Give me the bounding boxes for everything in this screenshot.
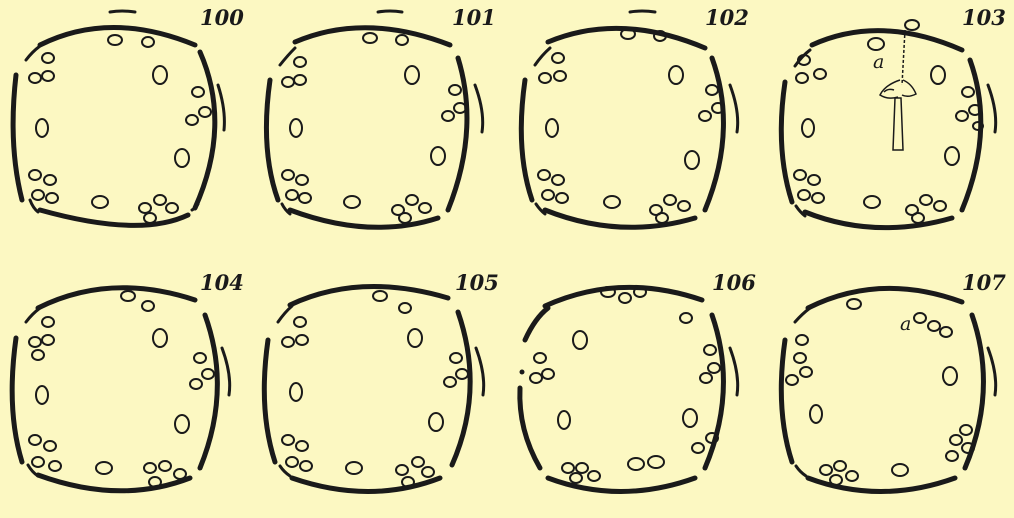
figure-number: 103 — [962, 5, 1006, 30]
vascular-bundles — [794, 20, 983, 223]
figure-105: 105 — [264, 270, 499, 492]
figure-number: 100 — [200, 5, 244, 30]
figure-number: 101 — [452, 5, 496, 30]
figure-100: 100 — [13, 5, 244, 225]
hair-structure — [880, 30, 916, 150]
vascular-bundles — [538, 29, 724, 223]
figure-number: 107 — [962, 270, 1006, 295]
annotation-a: a — [873, 51, 884, 73]
resin-dot — [520, 370, 525, 375]
figure-103: a 103 — [781, 5, 1006, 228]
figure-number: 106 — [712, 270, 756, 295]
vascular-bundles — [786, 299, 974, 485]
figure-number: 104 — [200, 270, 244, 295]
figure-102: 102 — [521, 5, 749, 227]
figure-106: 106 — [520, 270, 757, 492]
figure-number: 102 — [705, 5, 749, 30]
figure-104: 104 — [12, 270, 244, 491]
vascular-bundles — [29, 35, 211, 223]
vascular-bundles — [530, 287, 720, 483]
annotation-a: a — [900, 313, 911, 335]
cross-section-outline — [781, 288, 995, 491]
figure-number: 105 — [455, 270, 499, 295]
figure-101: 101 — [266, 5, 495, 227]
vascular-bundles — [29, 291, 214, 487]
figure-107: a 107 — [781, 270, 1006, 492]
vascular-bundles — [282, 291, 468, 487]
vascular-bundles — [282, 33, 466, 223]
